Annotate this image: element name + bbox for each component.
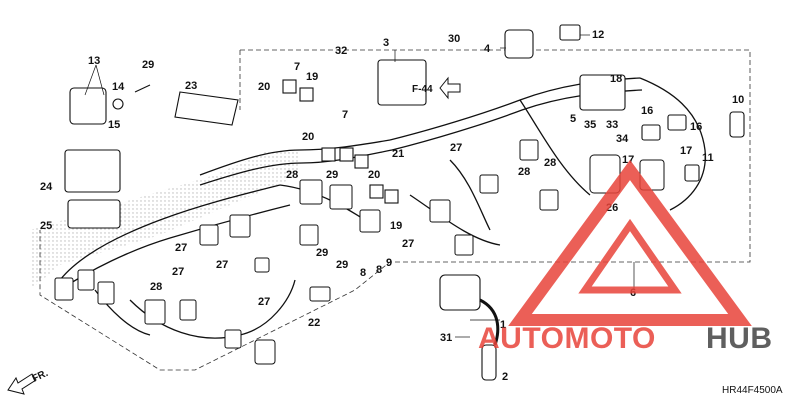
callout: 5 [570,113,576,125]
callout: 19 [390,220,402,232]
callout: 8 [360,267,366,279]
callout: 27 [402,238,414,250]
dotted-frame-area [30,150,300,290]
triangle-logo-icon [508,159,752,326]
part-25 [67,199,121,229]
callout: 29 [326,169,338,181]
callout: 25 [40,220,52,232]
part-11 [684,164,700,182]
callout: 27 [258,296,270,308]
callout: 23 [185,80,197,92]
part-3 [377,59,427,106]
part-16a [641,124,661,141]
callout: 32 [335,45,347,57]
callout: 12 [592,29,604,41]
callout: 33 [606,119,618,131]
callout: 29 [316,247,328,259]
callout: 4 [484,43,491,55]
arrow-icon [7,373,37,395]
part-12 [559,24,581,41]
callout: 30 [448,33,460,45]
callout: 24 [40,181,53,193]
callout: 29 [336,259,348,271]
dashed-boundaries [39,49,751,371]
callout: 27 [172,266,184,278]
watermark-logo: AUTOMOTO HUB [478,159,773,355]
callout: 28 [150,281,162,293]
leader-lines [84,34,635,338]
callout: 2 [502,371,508,383]
callout: 9 [386,257,392,269]
callout: 16 [641,105,653,117]
callout: 22 [308,317,320,329]
callout-numbers: 1 2 3 4 5 6 7 7 8 8 9 10 11 12 13 14 15 … [40,29,744,383]
callout: 20 [258,81,270,93]
part-16b [667,114,687,131]
part-1 [439,274,481,311]
callout: 20 [368,169,380,181]
callout: 19 [306,71,318,83]
f44-label: F-44 [412,84,433,95]
callout: 20 [302,131,314,143]
part-24 [64,149,121,193]
callout: 3 [383,37,389,49]
f44-reference: F-44 [412,76,461,100]
callout: 16 [690,121,702,133]
front-direction-arrow: FR. [7,368,50,395]
callout: 27 [175,242,187,254]
diagram-code: HR44F4500A [722,385,783,396]
callout: 27 [450,142,462,154]
callout: 7 [342,109,348,121]
callout: 29 [142,59,154,71]
callout: 13 [88,55,100,67]
watermark-text-hub: HUB [706,322,773,355]
callout: 31 [440,332,452,344]
parts [64,24,745,381]
callout: 28 [286,169,298,181]
callout: 21 [392,148,404,160]
callout: 14 [112,81,125,93]
callout: 18 [610,73,622,85]
front-label: FR. [31,368,50,385]
callout: 1 [500,319,506,331]
part-10 [729,111,745,138]
callout: 15 [108,119,120,131]
part-18 [579,74,626,111]
callout: 10 [732,94,744,106]
callout: 7 [294,61,300,73]
callout: 17 [680,145,692,157]
callout: 27 [216,259,228,271]
connectors [54,139,665,365]
callout: 34 [616,133,629,145]
part-bracket-13 [69,87,107,125]
callout: 8 [376,264,382,276]
watermark-text-automoto: AUTOMOTO [478,322,656,355]
part-4 [504,29,534,59]
callout: 28 [518,166,530,178]
part-2 [481,344,497,381]
callout: 35 [584,119,596,131]
callout: 28 [544,157,556,169]
callout: 11 [702,152,714,164]
part-23 [174,91,239,126]
